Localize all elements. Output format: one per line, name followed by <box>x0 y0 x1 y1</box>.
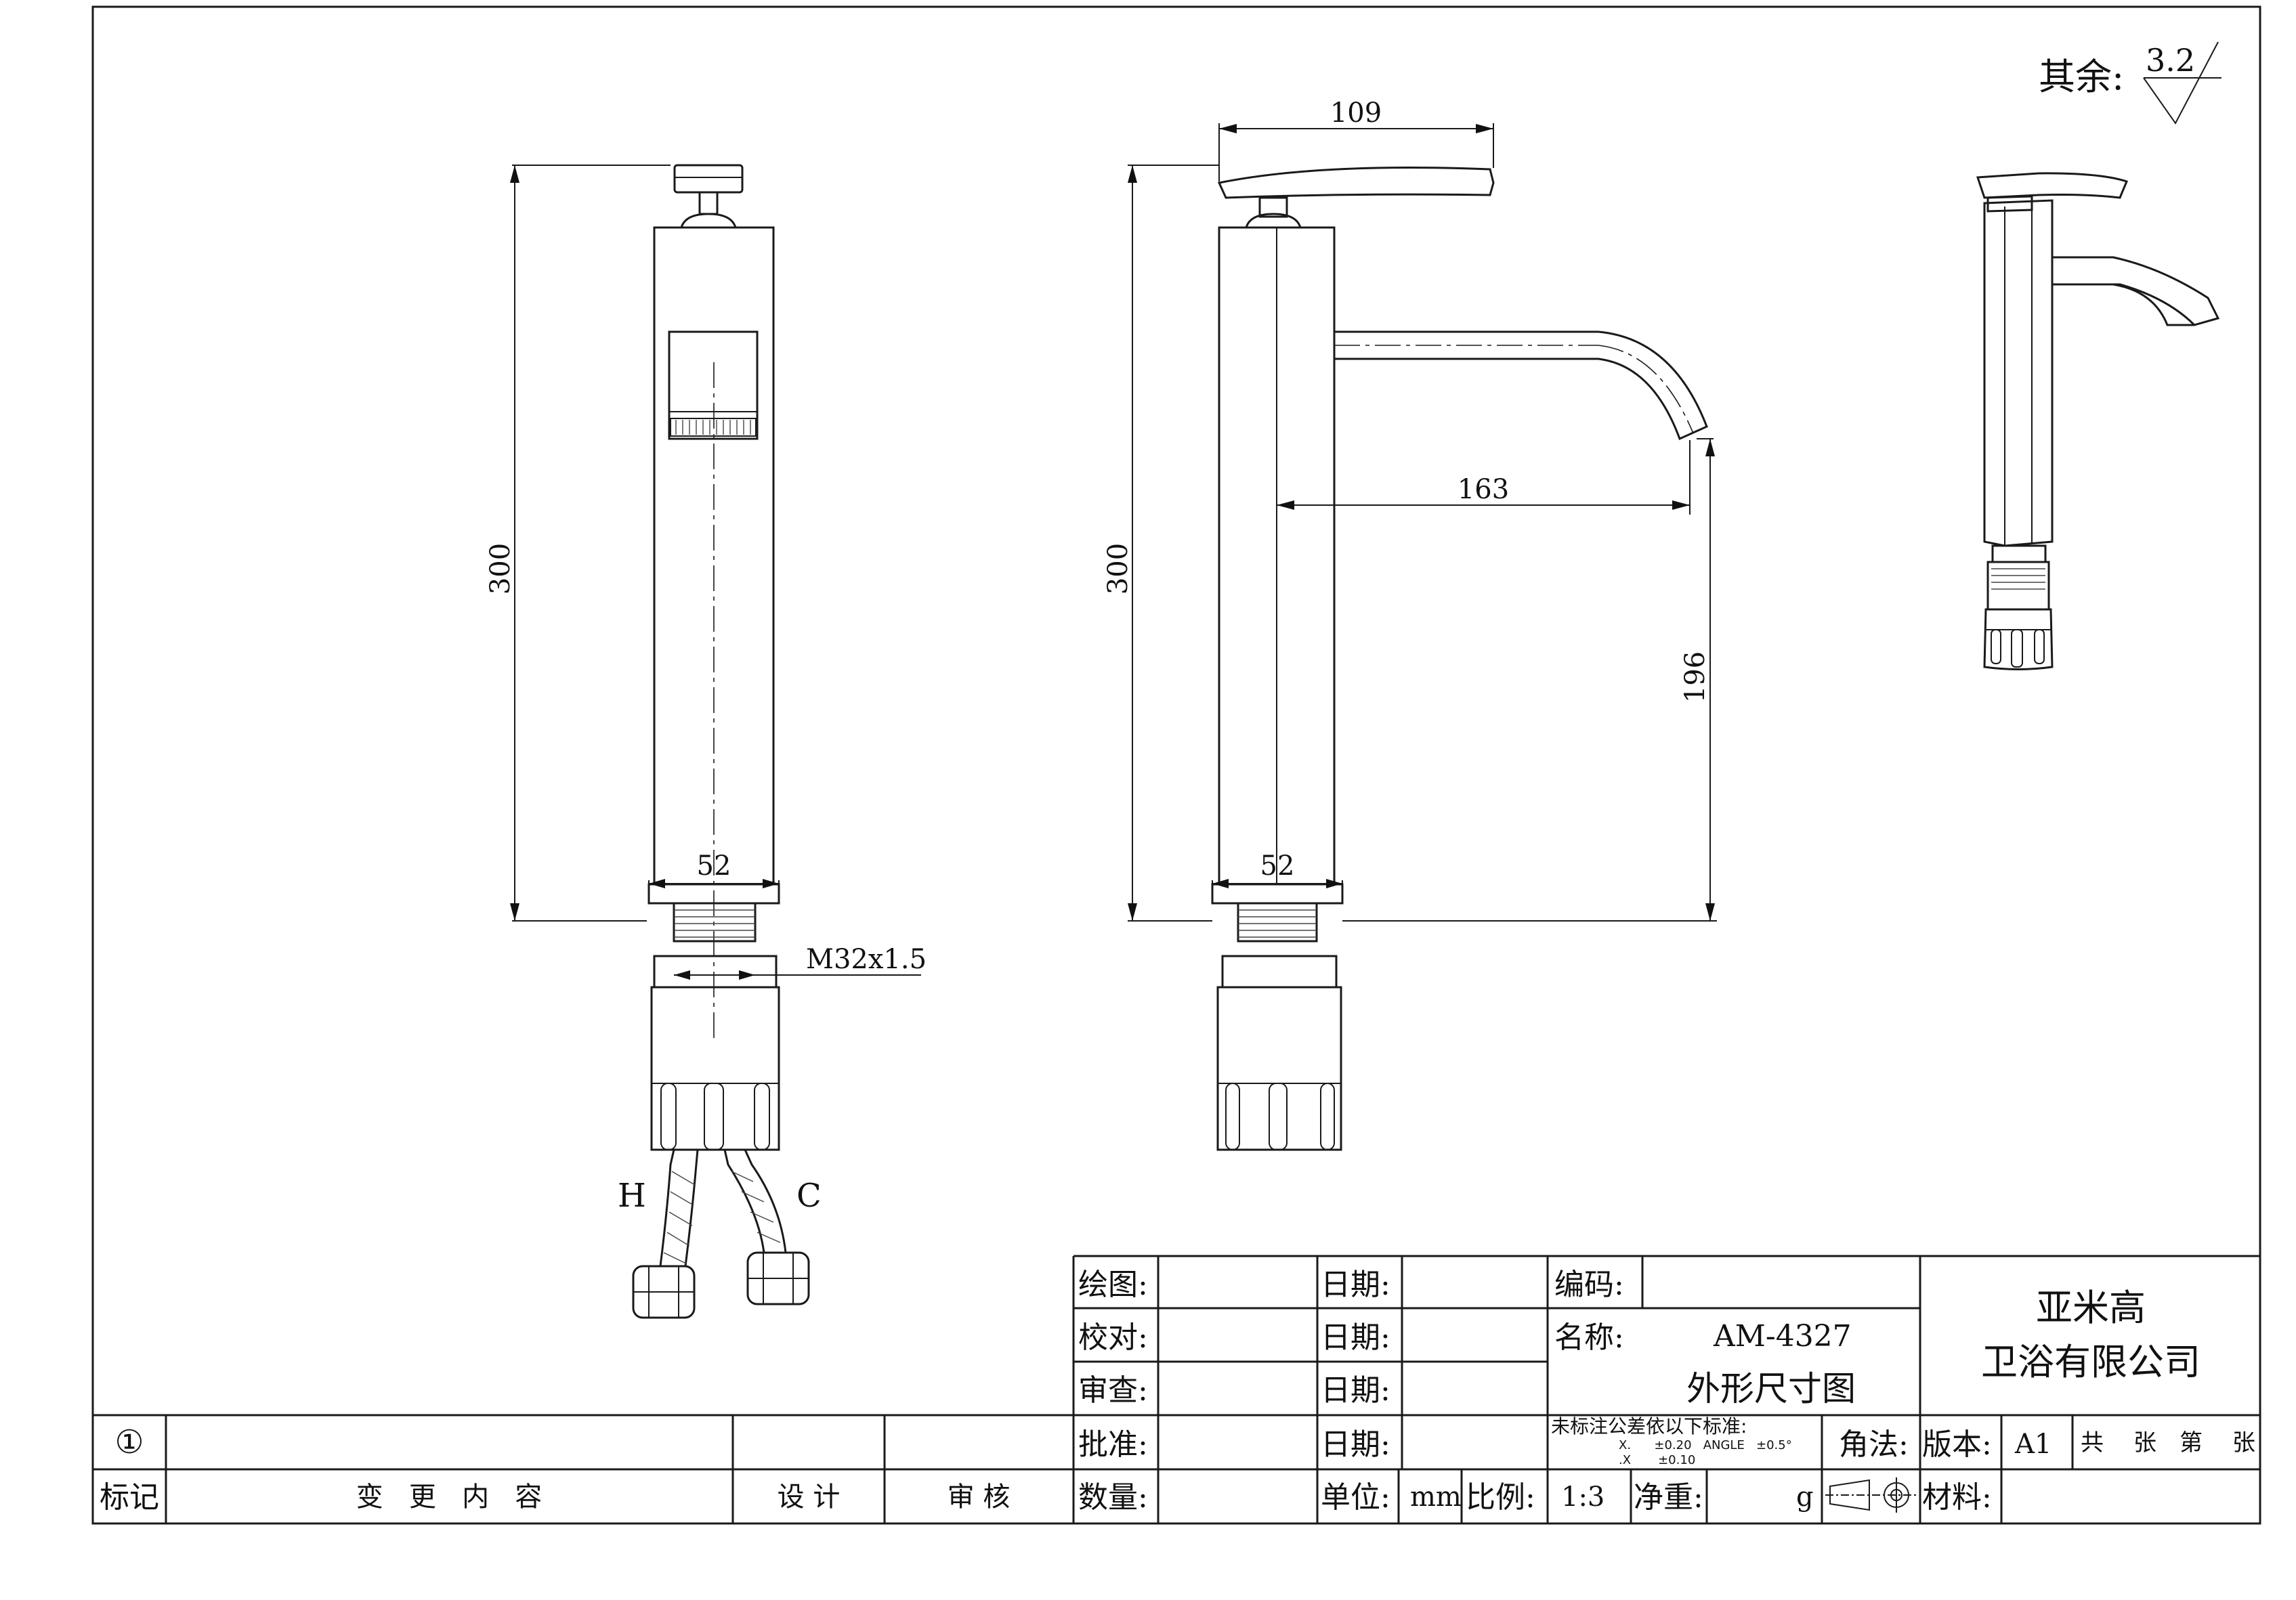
mark-header: 标记 <box>100 1480 159 1515</box>
date-label-1: 日期: <box>1321 1268 1390 1302</box>
title-block: 绘图: 校对: 审查: 批准: 数量: 日期: 日期: 日期: 日期: 单位: … <box>93 1255 2260 1523</box>
version-label: 版本: <box>1922 1427 1992 1462</box>
thread-dim: M32x1.5 <box>806 944 927 975</box>
scale-label: 比例: <box>1466 1480 1535 1515</box>
spout-height-dim: 196 <box>1680 651 1711 703</box>
hot-label: H <box>618 1177 646 1215</box>
side-height-dim: 300 <box>1103 543 1134 594</box>
sheet-total: 共 <box>2081 1429 2104 1456</box>
company-name-line-1: 亚米高 <box>2036 1287 2146 1329</box>
material-label: 材料: <box>1922 1480 1992 1515</box>
reviewed-label: 审查: <box>1078 1373 1148 1408</box>
sheet-unit-2: 张 <box>2232 1429 2255 1456</box>
sheet-number: 第 <box>2180 1429 2203 1456</box>
front-height-dim: 300 <box>485 543 516 594</box>
company-name-line-2: 卫浴有限公司 <box>1981 1341 2201 1383</box>
version-value: A1 <box>2014 1429 2051 1460</box>
date-label-2: 日期: <box>1321 1320 1390 1355</box>
weight-label: 净重: <box>1634 1480 1703 1515</box>
tolerance-note: 未标注公差依以下标准: <box>1551 1415 1747 1437</box>
spout-reach-dim: 163 <box>1458 474 1509 505</box>
roughness-prefix: 其余: <box>2039 56 2124 98</box>
quantity-label: 数量: <box>1078 1480 1148 1515</box>
unit-label: 单位: <box>1321 1480 1390 1515</box>
model-number: AM-4327 <box>1713 1319 1852 1354</box>
drawn-label: 绘图: <box>1078 1268 1148 1302</box>
surface-roughness-symbol: 其余: 3.2 <box>2039 41 2221 125</box>
date-label-4: 日期: <box>1321 1427 1390 1462</box>
name-label: 名称: <box>1554 1320 1624 1355</box>
approved-label: 批准: <box>1078 1427 1148 1462</box>
review-header: 审 核 <box>948 1482 1011 1513</box>
side-view: 300 109 163 196 52 <box>1103 98 1717 1151</box>
revision-symbol: ① <box>114 1423 144 1461</box>
front-view: H C 300 52 M32x1.5 <box>485 164 927 1319</box>
unit-value: mm <box>1410 1482 1462 1513</box>
side-base-width-dim: 52 <box>1260 850 1295 882</box>
isometric-view <box>1976 172 2220 670</box>
drawing-title: 外形尺寸图 <box>1686 1369 1856 1408</box>
handle-length-dim: 109 <box>1330 98 1382 129</box>
roughness-value: 3.2 <box>2146 42 2195 79</box>
date-label-3: 日期: <box>1321 1373 1390 1408</box>
cold-label: C <box>796 1177 822 1215</box>
sheet-border <box>91 5 2261 1525</box>
code-label: 编码: <box>1554 1268 1624 1302</box>
scale-value: 1:3 <box>1561 1482 1604 1513</box>
change-content-header: 变 更 内 容 <box>356 1482 542 1513</box>
projection-label: 角法: <box>1839 1427 1909 1462</box>
checked-label: 校对: <box>1078 1320 1148 1355</box>
projection-symbol-icon <box>1825 1477 1917 1513</box>
tolerance-line-2: .X ±0.10 <box>1619 1453 1695 1467</box>
design-header: 设 计 <box>778 1482 841 1513</box>
weight-unit: g <box>1796 1482 1814 1513</box>
front-base-width-dim: 52 <box>697 850 731 882</box>
sheet-unit: 张 <box>2133 1429 2156 1456</box>
tolerance-line-1: X. ±0.20 ANGLE ±0.5° <box>1619 1438 1792 1452</box>
revision-block: ① 标记 变 更 内 容 设 计 审 核 <box>100 1423 1010 1515</box>
